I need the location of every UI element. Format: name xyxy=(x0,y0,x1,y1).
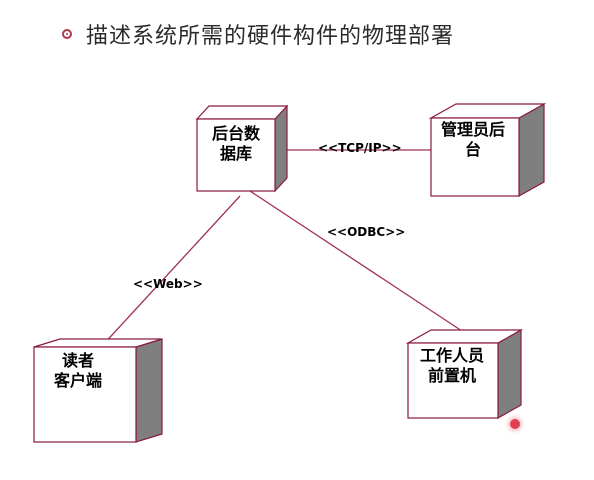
node-staff-side xyxy=(497,328,522,420)
connector-odbc xyxy=(249,190,466,334)
node-database-front xyxy=(196,118,276,192)
pointer-dot-icon xyxy=(510,419,520,429)
node-database: 后台数 据库 xyxy=(195,104,289,193)
node-reader-front xyxy=(33,346,137,443)
node-staff-front xyxy=(407,342,499,419)
node-staff-label-1: 工作人员 xyxy=(420,346,484,365)
node-admin-label-2: 台 xyxy=(465,140,481,159)
node-admin-front xyxy=(430,117,520,197)
node-staff: 工作人员 前置机 xyxy=(405,328,524,420)
connector-web xyxy=(100,195,241,348)
node-database-label-2: 据库 xyxy=(220,144,252,163)
node-database-side xyxy=(274,104,288,193)
node-database-label-1: 后台数 xyxy=(212,124,261,143)
bullet-icon xyxy=(62,29,72,39)
node-reader-label-1: 读者 xyxy=(62,351,94,370)
node-admin-side xyxy=(518,102,545,198)
label-tcp-ip: <<TCP/IP>> xyxy=(318,141,402,155)
label-web: <<Web>> xyxy=(133,277,203,291)
node-admin-label-1: 管理员后 xyxy=(441,120,505,139)
slide-title-row: 描述系统所需的硬件构件的物理部署 xyxy=(62,14,454,54)
node-reader: 读者 客户端 xyxy=(33,338,163,443)
node-reader-label-2: 客户端 xyxy=(54,371,102,390)
node-database-top xyxy=(195,105,289,120)
node-reader-side xyxy=(135,338,163,443)
node-staff-label-2: 前置机 xyxy=(428,366,476,385)
slide-title: 描述系统所需的硬件构件的物理部署 xyxy=(86,24,455,49)
node-admin: 管理员后 台 xyxy=(428,102,547,198)
connectors xyxy=(100,149,466,348)
label-odbc: <<ODBC>> xyxy=(327,225,405,239)
